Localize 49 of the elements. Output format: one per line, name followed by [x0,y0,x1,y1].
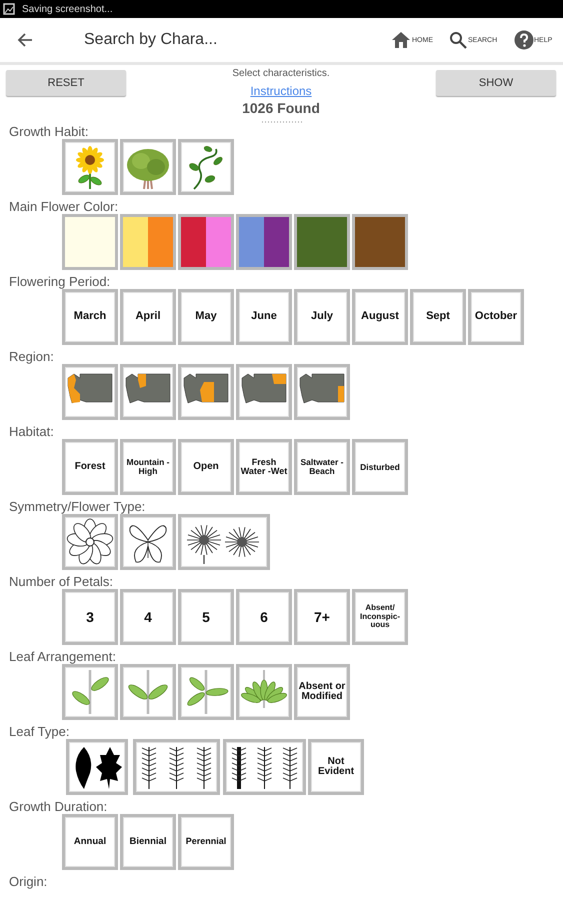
color-swatch-tile [294,214,350,270]
option-tile: Open [178,439,234,495]
section-heading: Number of Petals: [9,574,114,589]
section-heading: Main Flower Color: [9,199,118,214]
option-tile: Fresh Water -Wet [236,439,292,495]
color-swatch-tile [120,214,176,270]
color-swatch-tile [352,214,408,270]
option-tile: Saltwater -Beach [294,439,350,495]
section-heading: Region: [9,349,54,364]
option-tile: 6 [236,589,292,645]
show-button: SHOW [436,70,556,96]
section-heading: Leaf Arrangement: [9,649,116,664]
app-title: Search by Chara... [84,31,218,49]
color-swatch-tile [62,214,118,270]
option-tile: August [352,289,408,345]
option-tile: May [178,289,234,345]
section-heading: Habitat: [9,424,54,439]
option-tile: 3 [62,589,118,645]
option-tile: 4 [120,589,176,645]
section-heading: Flowering Period: [9,274,110,289]
option-tile: Perennial [178,814,234,870]
option-tile: April [120,289,176,345]
option-tile: Annual [62,814,118,870]
option-tile: Mountain -High [120,439,176,495]
option-tile: October [468,289,524,345]
status-text: Saving screenshot... [22,4,113,15]
section-heading: Symmetry/Flower Type: [9,499,146,514]
option-tile: Not Evident [308,739,364,795]
option-tile: Absent or Modified [294,664,350,720]
option-tile: March [62,289,118,345]
option-tile: 7+ [294,589,350,645]
section-heading: Growth Duration: [9,799,108,814]
color-swatch-tile [236,214,292,270]
color-swatch-tile [178,214,234,270]
section-heading: Leaf Type: [9,724,70,739]
instruction-text: Select characteristics. [232,68,330,79]
option-tile: Disturbed [352,439,408,495]
option-tile: June [236,289,292,345]
option-tile: 5 [178,589,234,645]
instructions-link: Instructions [250,84,312,98]
option-tile: July [294,289,350,345]
reset-button: RESET [6,70,126,96]
option-tile: Sept [410,289,466,345]
option-tile: Absent/ Inconspic- uous [352,589,408,645]
option-tile: Forest [62,439,118,495]
option-tile: Biennial [120,814,176,870]
section-heading: Growth Habit: [9,124,88,139]
result-count: 1026 Found [242,100,320,116]
section-heading: Origin: [9,874,48,889]
